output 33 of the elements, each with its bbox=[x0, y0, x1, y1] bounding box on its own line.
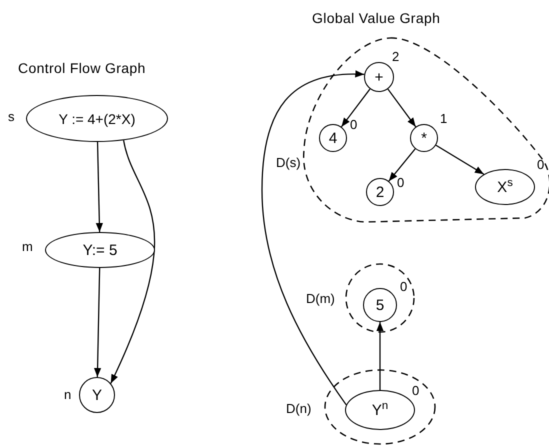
arrow bbox=[94, 268, 102, 378]
value-node: 2 bbox=[366, 178, 394, 206]
node-tag: s bbox=[8, 110, 14, 123]
graph-heading: Global Value Graph bbox=[312, 9, 440, 28]
node-tag: 1 bbox=[440, 112, 448, 125]
value-node: 4 bbox=[319, 124, 347, 152]
node-tag: m bbox=[22, 240, 33, 253]
value-node: Y:= 5 bbox=[45, 232, 155, 268]
node-tag: 0 bbox=[537, 158, 544, 171]
arrow bbox=[387, 88, 416, 128]
value-node: X$^{s}$ bbox=[475, 169, 535, 205]
value-node: 5 bbox=[363, 288, 397, 322]
region-label: D(s) bbox=[276, 156, 301, 169]
arrow bbox=[261, 70, 364, 406]
arrow bbox=[110, 140, 156, 384]
graph-heading: Control Flow Graph bbox=[18, 59, 146, 78]
arrow bbox=[376, 322, 384, 390]
node-tag: 0 bbox=[412, 384, 420, 397]
region-label: D(m) bbox=[306, 292, 335, 305]
arrow bbox=[388, 148, 416, 182]
node-tag: 0 bbox=[400, 280, 408, 293]
node-tag: n bbox=[64, 388, 72, 401]
value-node: Y := 4+(2*X) bbox=[26, 95, 168, 142]
arrow bbox=[436, 144, 484, 175]
value-node: * bbox=[410, 124, 438, 152]
arrow bbox=[340, 88, 370, 128]
node-tag: 0 bbox=[397, 176, 404, 189]
node-tag: 2 bbox=[392, 50, 400, 63]
value-node: + bbox=[364, 62, 394, 92]
node-tag: 0 bbox=[350, 118, 358, 131]
value-node: Y bbox=[79, 377, 115, 413]
region-label: D(n) bbox=[286, 402, 312, 415]
arrow bbox=[96, 142, 103, 232]
